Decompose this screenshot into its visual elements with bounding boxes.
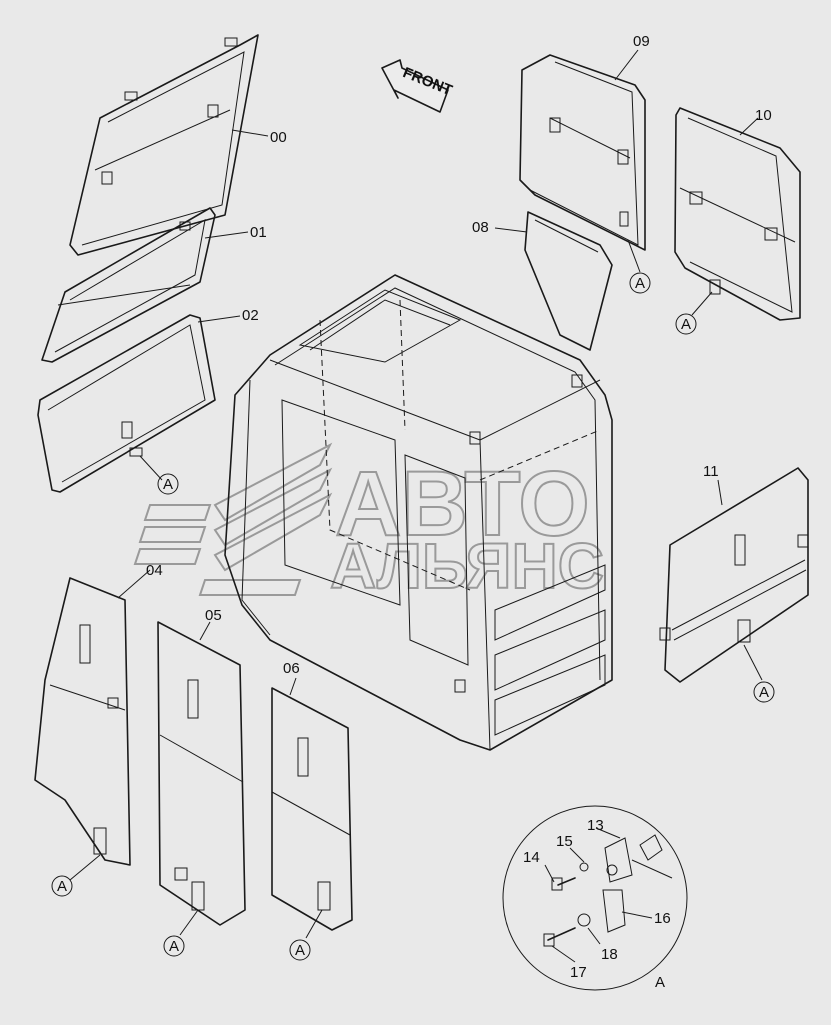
detail-plate-16 <box>602 889 626 933</box>
callout-11: 11 <box>703 463 719 480</box>
detail-washer-18 <box>577 913 591 927</box>
detail-washer-15 <box>579 862 589 872</box>
leader-06 <box>289 677 297 696</box>
leader-A-05 <box>179 909 199 936</box>
ref-A-11: A <box>759 684 769 701</box>
leader-13 <box>595 827 621 839</box>
watermark-logo-icon <box>133 442 333 596</box>
leader-A-02 <box>139 455 163 481</box>
ref-A-02: A <box>163 476 173 493</box>
callout-17: 17 <box>570 964 587 981</box>
leader-00 <box>231 129 269 137</box>
front-arrow: FRONT <box>381 59 455 113</box>
callout-15: 15 <box>556 833 573 850</box>
watermark-line1: АВТО <box>335 453 590 555</box>
leader-05 <box>199 621 211 641</box>
callout-08: 08 <box>472 219 489 236</box>
panel-10 <box>674 107 801 321</box>
panel-09 <box>519 54 646 251</box>
ref-circle-11 <box>753 681 775 703</box>
ref-circle-09 <box>629 272 651 294</box>
callout-02: 02 <box>242 307 259 324</box>
leader-09 <box>614 49 639 81</box>
leader-16 <box>621 911 653 919</box>
callout-18: 18 <box>601 946 618 963</box>
callout-04: 04 <box>146 562 163 579</box>
ref-A-06: A <box>295 942 305 959</box>
callout-00: 00 <box>270 129 287 146</box>
leader-A-10 <box>691 291 713 316</box>
callout-01: 01 <box>250 224 267 241</box>
ref-A-10: A <box>681 316 691 333</box>
callout-16: 16 <box>654 910 671 927</box>
leader-A-09 <box>627 239 641 273</box>
panel-04 <box>34 577 131 866</box>
leader-10 <box>739 117 759 136</box>
panel-02 <box>37 314 216 493</box>
leader-14 <box>544 864 555 883</box>
leader-08 <box>494 227 528 233</box>
leader-15 <box>569 847 585 863</box>
watermark: АВТО АЛЬЯНС <box>133 442 605 603</box>
cab-body <box>224 274 613 751</box>
panel-00 <box>69 34 259 256</box>
leader-A-06 <box>305 909 323 939</box>
leader-04 <box>117 569 151 599</box>
callout-10: 10 <box>755 107 772 124</box>
leader-17 <box>551 945 576 963</box>
ref-A-09: A <box>635 275 645 292</box>
leader-A-11 <box>743 644 763 681</box>
leader-18 <box>587 927 601 945</box>
ref-A-04: A <box>57 878 67 895</box>
detail-a <box>502 805 688 991</box>
callout-05: 05 <box>205 607 222 624</box>
ref-circle-05 <box>163 935 185 957</box>
panel-11 <box>659 467 809 683</box>
panel-08 <box>524 211 613 351</box>
detail-screw-17 <box>543 933 555 947</box>
detail-bolt-14 <box>551 877 563 891</box>
detail-a-circle <box>502 805 688 991</box>
panel-05 <box>157 621 246 926</box>
ref-circle-10 <box>675 313 697 335</box>
leader-11 <box>717 479 723 506</box>
ref-circle-02 <box>157 473 179 495</box>
callout-09: 09 <box>633 33 650 50</box>
callout-14: 14 <box>523 849 540 866</box>
ref-circle-06 <box>289 939 311 961</box>
callout-13: 13 <box>587 817 604 834</box>
detail-bracket-13 <box>604 837 633 883</box>
ref-circle-04 <box>51 875 73 897</box>
leader-A-04 <box>69 854 101 881</box>
ref-A-05: A <box>169 938 179 955</box>
leader-02 <box>197 315 241 323</box>
panel-01 <box>41 207 216 363</box>
leader-01 <box>204 231 249 239</box>
panel-06 <box>271 687 353 931</box>
detail-caption: A <box>655 974 665 991</box>
callout-06: 06 <box>283 660 300 677</box>
